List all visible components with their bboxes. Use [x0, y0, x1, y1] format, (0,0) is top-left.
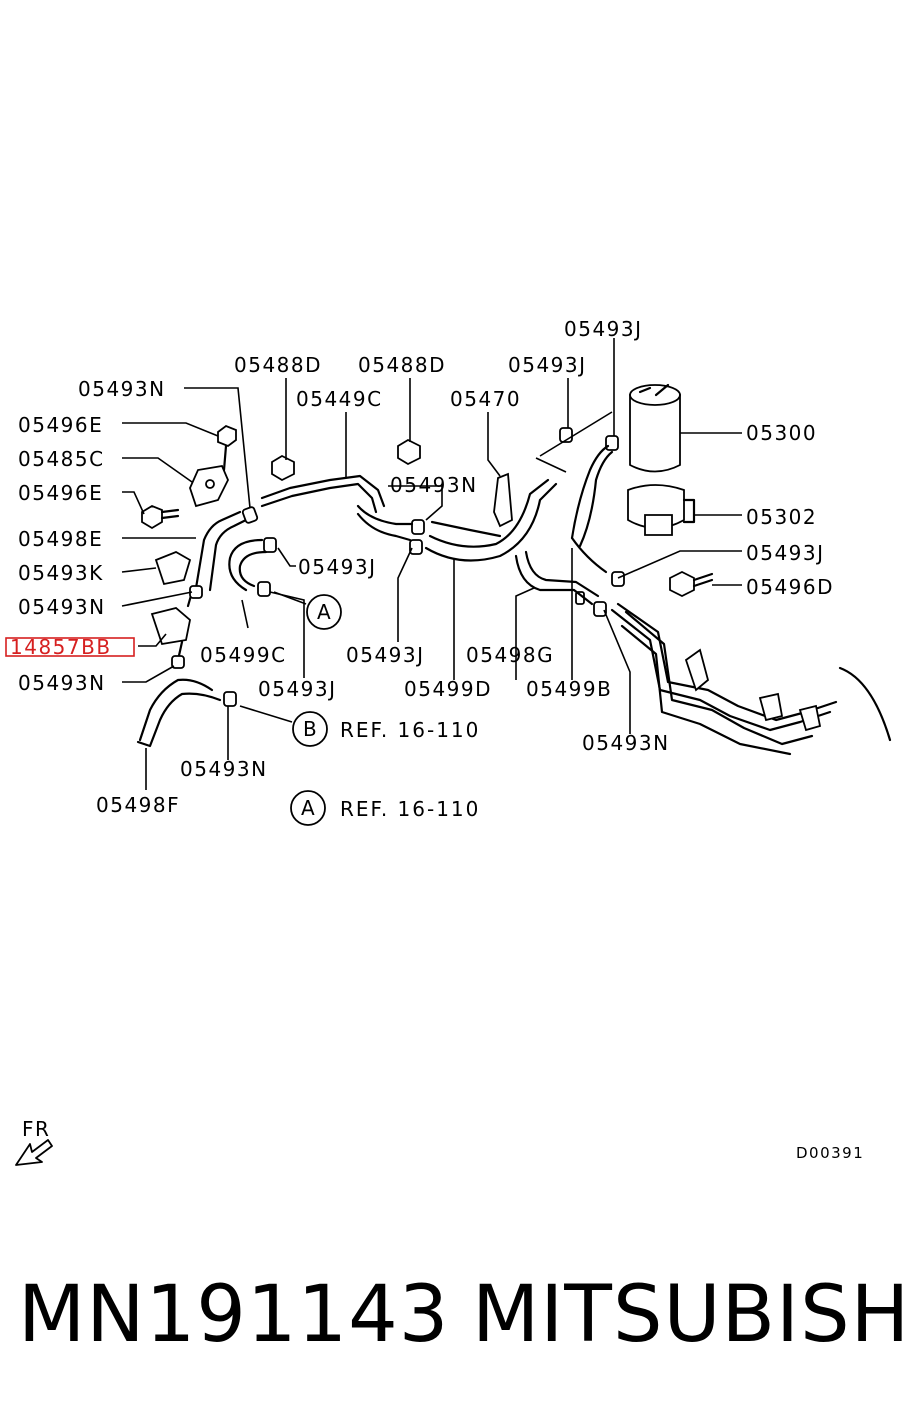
drawing-code: D00391: [796, 1144, 864, 1162]
ref-a-circle: [306, 594, 342, 630]
ref-b-letter[interactable]: B: [303, 717, 318, 741]
label-05493n-middle[interactable]: 05493N: [390, 473, 478, 497]
clip-05493k: [154, 551, 192, 586]
bolt-05496e-top: [217, 424, 237, 472]
fr-label: FR: [22, 1117, 50, 1141]
label-05488d-left[interactable]: 05488D: [234, 353, 322, 377]
label-05470[interactable]: 05470: [450, 387, 521, 411]
label-05493j-lower[interactable]: 05493J: [258, 677, 337, 701]
label-05496d[interactable]: 05496D: [746, 575, 834, 599]
highlight-box-14857bb: [5, 637, 135, 657]
ref-a2-text[interactable]: REF. 16-110: [340, 797, 480, 821]
label-14857bb[interactable]: 14857BB: [10, 635, 112, 659]
label-05498e[interactable]: 05498E: [18, 527, 103, 551]
label-05493j-right-middle[interactable]: 05493J: [746, 541, 825, 565]
bolt-05496e-lower: [141, 504, 180, 530]
part-labels: 05493J 05488D 05488D 05493J 05493N 05449…: [5, 317, 834, 817]
footer: MN191143 MITSUBISHI: [0, 1265, 909, 1365]
reference-markers: A B REF. 16-110 A REF. 16-110: [290, 594, 480, 826]
leader-lines: [121, 338, 742, 790]
parts-illustration: [136, 383, 892, 756]
bolt-05496d: [669, 570, 714, 598]
orientation-indicator: FR: [15, 1117, 53, 1166]
label-05499b[interactable]: 05499B: [526, 677, 612, 701]
label-05300[interactable]: 05300: [746, 421, 817, 445]
label-05485c[interactable]: 05485C: [18, 447, 105, 471]
label-05493n-left[interactable]: 05493N: [18, 595, 106, 619]
arrow-down-left-icon: [15, 1139, 53, 1166]
label-05499c[interactable]: 05499C: [200, 643, 287, 667]
label-05496e-top[interactable]: 05496E: [18, 413, 103, 437]
clamps: [171, 427, 625, 707]
bracket-05485c: [189, 464, 229, 508]
label-05449c[interactable]: 05449C: [296, 387, 383, 411]
label-05498f[interactable]: 05498F: [96, 793, 180, 817]
brand-name: MITSUBISHI: [472, 1270, 909, 1360]
valve-14857bb: [150, 590, 194, 662]
label-05493j-top[interactable]: 05493J: [564, 317, 643, 341]
ref-b-circle: [292, 711, 328, 747]
label-05496e-lower[interactable]: 05496E: [18, 481, 103, 505]
part-number: MN191143: [18, 1270, 450, 1360]
label-05493n-upper-left[interactable]: 05493N: [78, 377, 166, 401]
label-05493j-center[interactable]: 05493J: [346, 643, 425, 667]
label-05493k[interactable]: 05493K: [18, 561, 104, 585]
label-05499d[interactable]: 05499D: [404, 677, 492, 701]
label-05498g[interactable]: 05498G: [466, 643, 554, 667]
ref-b-text[interactable]: REF. 16-110: [340, 718, 480, 742]
canister: [629, 383, 681, 473]
label-05302[interactable]: 05302: [746, 505, 817, 529]
label-05493j-upper[interactable]: 05493J: [508, 353, 587, 377]
label-05493n-lower-left[interactable]: 05493N: [18, 671, 106, 695]
canister-bracket: [627, 484, 696, 536]
label-05493j-left-middle[interactable]: 05493J: [298, 555, 377, 579]
pipe-bundle: [610, 602, 892, 756]
ref-a2-circle: [290, 790, 326, 826]
label-05488d-right[interactable]: 05488D: [358, 353, 446, 377]
label-05493n-bottom[interactable]: 05493N: [180, 757, 268, 781]
ref-a-letter[interactable]: A: [317, 600, 332, 624]
ref-a2-letter[interactable]: A: [301, 796, 316, 820]
label-05493n-right[interactable]: 05493N: [582, 731, 670, 755]
